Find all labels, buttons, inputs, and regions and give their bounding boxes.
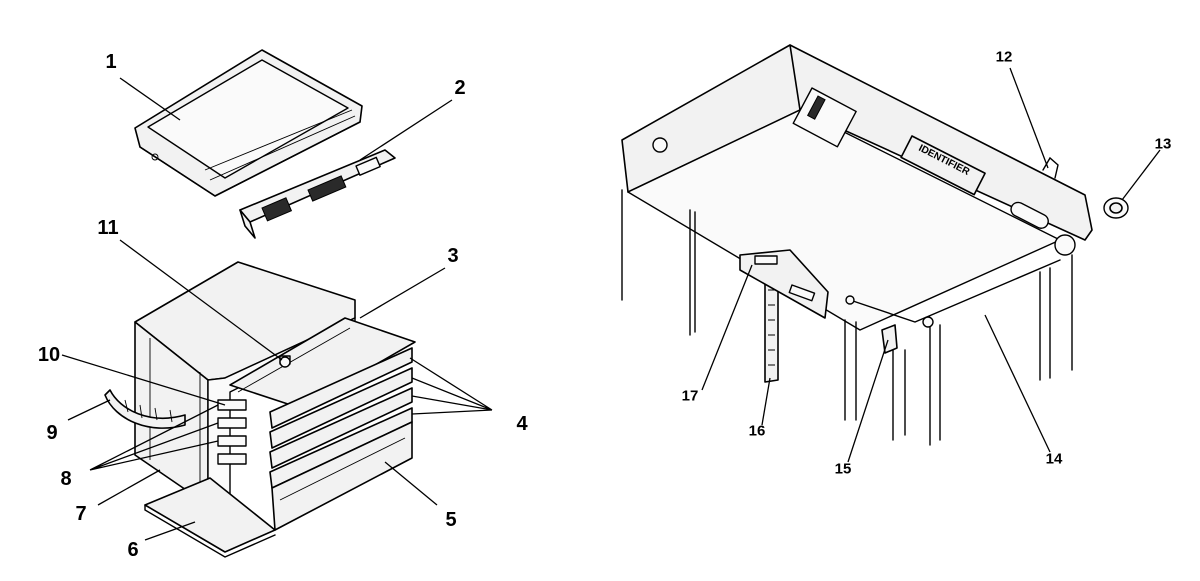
front-door-part: [271, 421, 413, 531]
callout-8: 8: [60, 468, 72, 490]
callout-1: 1: [105, 51, 117, 73]
knob-part: [1103, 197, 1129, 219]
callout-13: 13: [1154, 135, 1172, 153]
top-cover-part: [134, 49, 363, 197]
callout-17: 17: [681, 387, 699, 405]
callout-5: 5: [445, 509, 457, 531]
handle-part: [104, 389, 186, 429]
callout-15: 15: [834, 460, 852, 478]
callout-3: 3: [447, 245, 459, 267]
bracket-part: [881, 324, 906, 441]
cabinet-top-part: IDENTIFIER: [621, 44, 1093, 446]
base-plate-part: [144, 477, 276, 558]
callout-4: 4: [516, 413, 528, 435]
screw-part: [279, 356, 291, 368]
mounting-plate-part: [739, 249, 829, 319]
callout-7: 7: [75, 503, 87, 525]
rail-part: [764, 275, 779, 383]
callout-14: 14: [1045, 450, 1063, 468]
callout-16: 16: [748, 422, 766, 440]
callout-10: 10: [37, 344, 61, 366]
callout-11: 11: [97, 217, 119, 239]
left-leader-lines: [61, 77, 493, 541]
side-slots-part: [217, 399, 247, 465]
support-rod-part: [845, 259, 1061, 328]
front-bezel-part: [239, 149, 396, 239]
drive-carriers-part: [269, 347, 413, 489]
right-leader-lines: [701, 67, 1161, 463]
callout-9: 9: [46, 422, 58, 444]
callout-2: 2: [454, 77, 466, 99]
callout-6: 6: [127, 539, 139, 561]
callout-12: 12: [995, 48, 1013, 66]
